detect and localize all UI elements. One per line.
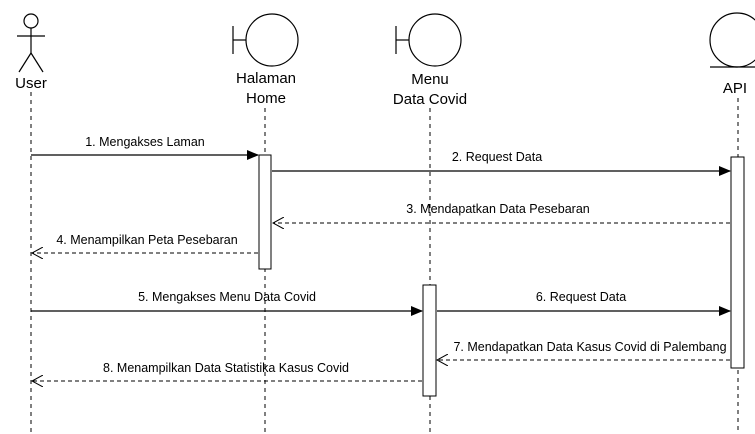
message-label-3: 3. Mendapatkan Data Pesebaran (406, 202, 590, 216)
message-label-8: 8. Menampilkan Data Statistika Kasus Cov… (103, 361, 349, 375)
entity-icon (709, 12, 755, 68)
participant-label-menu-line1: Menu (411, 71, 449, 88)
participant-label-home-line2: Home (246, 90, 286, 107)
boundary-icon (395, 13, 462, 67)
message-label-2: 2. Request Data (452, 150, 542, 164)
activation-api (730, 156, 745, 369)
message-label-7: 7. Mendapatkan Data Kasus Covid di Palem… (453, 340, 726, 354)
participant-label-api: API (723, 80, 747, 97)
participant-label-user: User (15, 75, 47, 92)
actor-icon (17, 13, 45, 73)
message-label-6: 6. Request Data (536, 290, 626, 304)
participant-label-menu-line2: Data Covid (393, 91, 467, 108)
boundary-icon (232, 13, 299, 67)
message-label-4: 4. Menampilkan Peta Pesebaran (56, 233, 237, 247)
participant-label-home-line1: Halaman (236, 70, 296, 87)
activation-home (258, 154, 272, 270)
message-label-5: 5. Mengakses Menu Data Covid (138, 290, 316, 304)
message-label-1: 1. Mengakses Laman (85, 135, 205, 149)
activation-menu (422, 284, 437, 397)
